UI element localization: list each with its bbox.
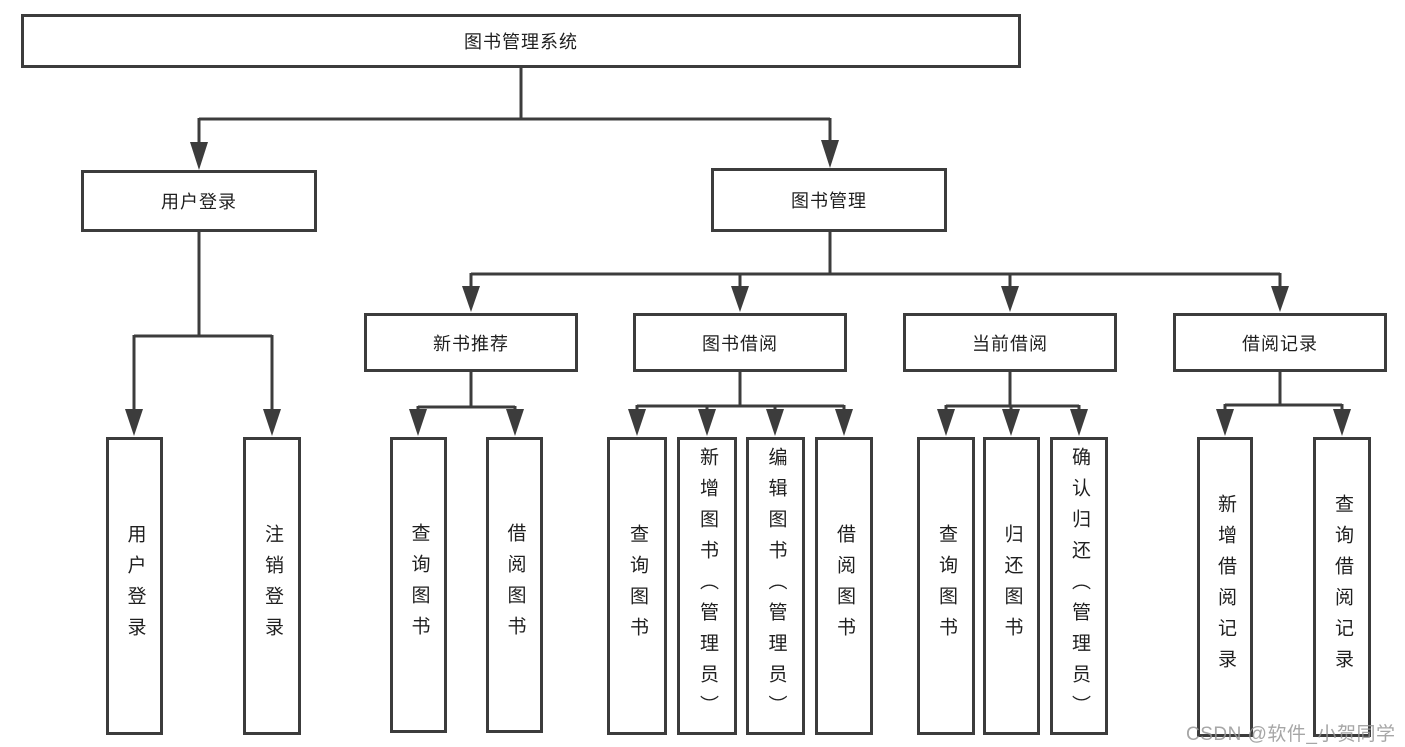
node-leaf-return-books: 归还图书 xyxy=(983,437,1040,735)
node-label: 新增借阅记录 xyxy=(1214,494,1236,680)
node-leaf-user-login: 用户登录 xyxy=(106,437,163,735)
node-label: 查询图书 xyxy=(935,524,957,648)
node-label: 查询借阅记录 xyxy=(1331,494,1353,680)
node-borrowing-records: 借阅记录 xyxy=(1173,313,1387,372)
node-leaf-query-books: 查询图书 xyxy=(390,437,447,733)
node-label: 用户登录 xyxy=(161,192,237,212)
node-label: 图书管理 xyxy=(791,191,867,211)
node-leaf-query-books: 查询图书 xyxy=(917,437,975,735)
node-leaf-query-books: 查询图书 xyxy=(607,437,667,735)
node-label: 借阅图书 xyxy=(833,524,855,648)
node-leaf-query-borrow-record: 查询借阅记录 xyxy=(1313,437,1371,737)
node-label: 图书借阅 xyxy=(702,333,778,354)
node-label: 编辑图书（管理员） xyxy=(765,446,787,726)
node-label: 新书推荐 xyxy=(433,333,509,354)
node-new-book-recommendation: 新书推荐 xyxy=(364,313,578,372)
node-leaf-borrow-books: 借阅图书 xyxy=(815,437,873,735)
node-user-login: 用户登录 xyxy=(81,170,317,232)
node-root-library-system: 图书管理系统 xyxy=(21,14,1021,68)
node-leaf-edit-books-admin: 编辑图书（管理员） xyxy=(746,437,805,735)
node-label: 当前借阅 xyxy=(972,333,1048,354)
node-leaf-confirm-return-admin: 确认归还（管理员） xyxy=(1050,437,1108,735)
node-leaf-add-books-admin: 新增图书（管理员） xyxy=(677,437,737,735)
node-label: 查询图书 xyxy=(626,524,648,648)
node-leaf-borrow-books: 借阅图书 xyxy=(486,437,543,733)
node-leaf-add-borrow-record: 新增借阅记录 xyxy=(1197,437,1253,737)
csdn-watermark: CSDN @软件_小贺同学 xyxy=(1186,724,1396,745)
node-label: 注销登录 xyxy=(261,524,283,648)
node-leaf-logout: 注销登录 xyxy=(243,437,301,735)
node-label: 借阅图书 xyxy=(504,523,526,647)
node-book-management: 图书管理 xyxy=(711,168,947,232)
node-label: 新增图书（管理员） xyxy=(696,446,718,726)
node-book-borrowing: 图书借阅 xyxy=(633,313,847,372)
node-label: 确认归还（管理员） xyxy=(1068,446,1090,726)
node-label: 用户登录 xyxy=(124,524,146,648)
node-label: 查询图书 xyxy=(408,523,430,647)
node-label: 图书管理系统 xyxy=(464,32,578,52)
node-label: 借阅记录 xyxy=(1242,333,1318,354)
node-label: 归还图书 xyxy=(1001,524,1023,648)
node-current-borrowing: 当前借阅 xyxy=(903,313,1117,372)
